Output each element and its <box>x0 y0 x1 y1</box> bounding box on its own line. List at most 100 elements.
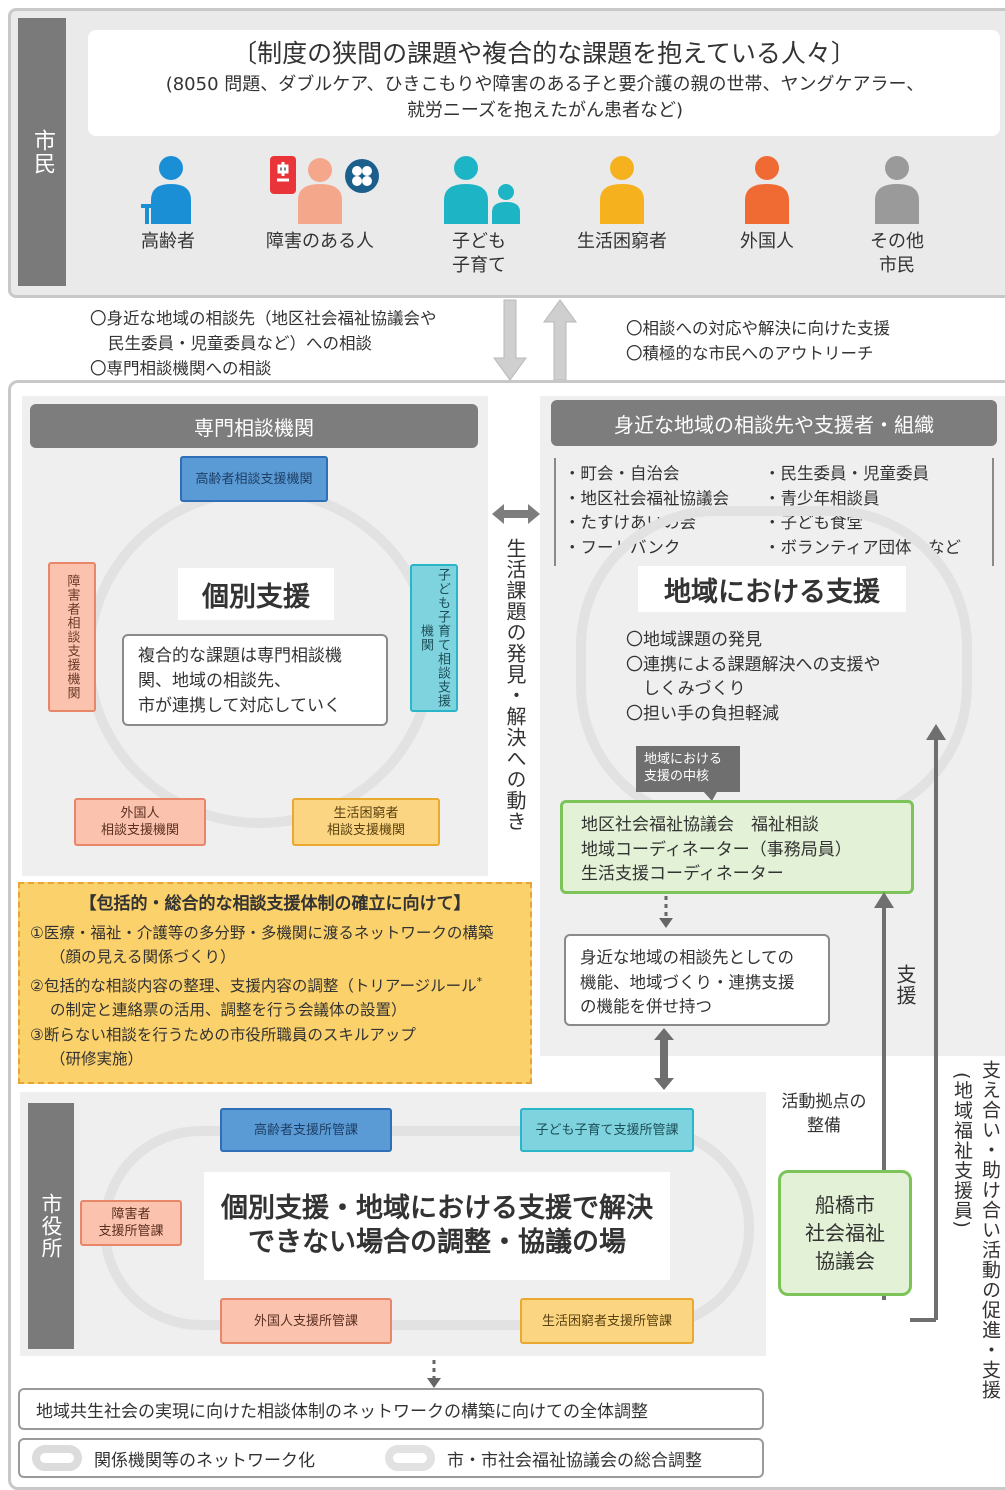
person-icon <box>745 156 789 224</box>
funabashi-council-box: 船橋市 社会福祉 協議会 <box>778 1170 912 1296</box>
box-foreign-division: 外国人支援所管課 <box>220 1298 392 1344</box>
orange-line: の制定と連絡票の活用、調整を行う会議体の設置） <box>50 1001 407 1020</box>
community-header: 身近な地域の相談先や支援者・組織 <box>551 400 997 446</box>
bidirectional-arrows <box>493 299 577 381</box>
citizen-header-box <box>88 30 1000 136</box>
person-label: 外国人 <box>740 231 794 252</box>
council-line: 社会福祉 <box>805 1221 885 1245</box>
legend-network-label: 関係機関等のネットワーク化 <box>94 1450 315 1471</box>
citizen-label: 市民 <box>18 18 66 286</box>
person-elderly: 高齢者 <box>118 154 218 254</box>
arrow-text-line: 〇相談への対応や解決に向けた支援 <box>626 319 890 338</box>
support-item: 〇地域課題の発見 <box>626 630 762 650</box>
vertical-double-arrow-icon <box>654 1028 674 1090</box>
box-foreign-agency: 外国人 相談支援機関 <box>74 798 206 846</box>
arrow-text-line: 〇専門相談機関への相談 <box>90 359 272 378</box>
district-council-box: 地区社会福祉協議会 福祉相談 地域コーディネーター（事務局員） 生活支援コーディ… <box>560 800 914 894</box>
box-child-division: 子ども子育て支援所管課 <box>520 1108 694 1152</box>
support-item: 〇担い手の負担軽減 <box>626 703 779 724</box>
up-arrow-icon <box>543 299 577 381</box>
support-label: 支援 <box>893 964 917 1006</box>
person-other: その他 市民 <box>852 154 942 278</box>
callout-pointer <box>702 790 718 801</box>
coordination-legend-swatch <box>385 1445 435 1471</box>
support-item: しくみづくり <box>626 679 746 699</box>
citizen-title: 〔制度の狭間の課題や複合的な課題を抱えている人々〕 <box>232 39 856 68</box>
text-line: 市が連携して対応していく <box>138 696 341 716</box>
parent-child-icon <box>444 156 520 224</box>
person-icon <box>875 156 919 224</box>
orange-line: （研修実施） <box>50 1050 144 1069</box>
footnote-marker: * <box>476 974 483 988</box>
orange-line: ③断らない相談を行うための市役所職員のスキルアップ <box>30 1025 416 1044</box>
title-line: 個別支援・地域における支援で解決 <box>221 1193 653 1224</box>
comprehensive-system-box: 【包括的・総合的な相談支援体制の確立に向けて】 ①医療・福祉・介護等の多分野・多… <box>18 882 532 1084</box>
orange-line: ①医療・福祉・介護等の多分野・多機関に渡るネットワークの構築 <box>30 923 494 942</box>
council-line: 船橋市 <box>815 1193 875 1217</box>
disabled-person-icon <box>270 156 379 224</box>
box-poverty-division: 生活困窮者支援所管課 <box>520 1298 694 1344</box>
base-label: 活動拠点の 整備 <box>776 1090 872 1138</box>
horizontal-double-arrow-icon <box>492 504 540 524</box>
council-line: 協議会 <box>815 1249 875 1273</box>
orange-line-text: ②包括的な相談内容の整理、支援内容の調整（トリアージルール <box>30 976 477 995</box>
citizen-desc-line1: (8050 問題、ダブルケア、ひきこもりや障害のある子と要介護の親の世帯、ヤング… <box>165 74 925 95</box>
down-arrow-icon <box>493 299 527 381</box>
support-item: 〇連携による課題解決への支援や <box>626 654 881 675</box>
box-line: 地域コーディネーター（事務局員） <box>581 839 852 860</box>
box-line: 相談支援機関 <box>100 823 179 838</box>
arrow-text-line: 〇積極的な市民へのアウトリーチ <box>626 344 874 363</box>
core-support-callout: 地域における 支援の中核 <box>636 746 740 792</box>
orange-line: （顔の見える関係づくり） <box>50 948 236 966</box>
person-icon <box>600 156 644 224</box>
orange-line-3: ②包括的な相談内容の整理、支援内容の調整（トリアージルール* <box>20 970 530 999</box>
person-disabled: 障害のある人 <box>258 154 382 254</box>
box-elderly-agency: 高齢者相談支援機関 <box>180 456 328 502</box>
box-line: 障害者 <box>111 1207 151 1222</box>
dotted-down-arrow-icon <box>427 1360 441 1388</box>
community-support-items: 〇地域課題の発見 〇連携による課題解決への支援や しくみづくり 〇担い手の負担軽… <box>626 628 956 726</box>
person-label-line2: 子育て <box>452 255 506 276</box>
person-label-line2: 市民 <box>879 255 915 276</box>
individual-support-title: 個別支援 <box>178 568 334 620</box>
person-label: 障害のある人 <box>266 231 374 252</box>
support-text-right: 〇相談への対応や解決に向けた支援 〇積極的な市民へのアウトリーチ <box>626 316 996 366</box>
arrow-text-line: 民生委員・児童委員など）への相談 <box>108 334 372 353</box>
middle-vertical-text: 生活課題の発見・解決への動き <box>503 538 527 832</box>
label-line: 活動拠点の <box>781 1092 867 1112</box>
person-label-line1: その他 <box>870 231 924 252</box>
person-label: 高齢者 <box>141 231 195 252</box>
elderly-person-icon <box>141 156 191 224</box>
box-line: 外国人 <box>120 806 160 821</box>
text-line: 複合的な課題は専門相談機 <box>138 646 342 666</box>
legend-box: 関係機関等のネットワーク化 市・市社会福祉協議会の総合調整 <box>18 1438 764 1478</box>
coordination-place-title: 個別支援・地域における支援で解決 できない場合の調整・協議の場 <box>204 1172 670 1280</box>
person-poverty: 生活困窮者 <box>572 154 672 254</box>
specialist-header: 専門相談機関 <box>30 404 478 448</box>
box-line: 相談支援機関 <box>326 823 405 838</box>
person-child: 子ども 子育て <box>432 154 526 278</box>
box-line: 生活支援コーディネーター <box>581 864 784 884</box>
person-label: 生活困窮者 <box>577 231 667 252</box>
network-legend-swatch <box>32 1445 82 1471</box>
orange-title: 【包括的・総合的な相談支援体制の確立に向けて】 <box>79 894 471 914</box>
text-line: 関、地域の相談先、 <box>138 671 291 691</box>
individual-support-text: 複合的な課題は専門相談機 関、地域の相談先、 市が連携して対応していく <box>122 634 388 726</box>
consultation-text-left: 〇身近な地域の相談先（地区社会福祉協議会や 民生委員・児童委員など）への相談 〇… <box>90 306 510 381</box>
community-support-title: 地域における支援 <box>638 566 906 612</box>
box-line: 機能、地域づくり・連携支援 <box>580 972 795 992</box>
box-line: 身近な地域の相談先としての <box>580 948 795 967</box>
box-child-agency: 子ども子育て相談支援機関 <box>410 564 458 712</box>
box-disabled-agency: 障害者相談支援機関 <box>48 562 96 712</box>
org-item: ・地区社会福祉協議会 <box>564 488 729 508</box>
org-item: ・町会・自治会 <box>564 464 680 483</box>
callout-line: 地域における <box>644 752 723 767</box>
mutual-aid-text: 支え合い・助け合い活動の促進・支援 <box>979 1060 1001 1400</box>
citizen-description: (8050 問題、ダブルケア、ひきこもりや障害のある子と要介護の親の世帯、ヤング… <box>110 72 980 124</box>
title-line: できない場合の調整・協議の場 <box>248 1227 626 1258</box>
local-function-box: 身近な地域の相談先としての 機能、地域づくり・連携支援 の機能を併せ持つ <box>564 934 830 1026</box>
box-line: 生活困窮者 <box>333 806 399 821</box>
overall-coordination-box: 地域共生社会の実現に向けた相談体制のネットワークの構築に向けての全体調整 <box>18 1388 764 1430</box>
box-line: 地区社会福祉協議会 福祉相談 <box>581 815 819 835</box>
callout-line: 支援の中核 <box>644 769 710 784</box>
